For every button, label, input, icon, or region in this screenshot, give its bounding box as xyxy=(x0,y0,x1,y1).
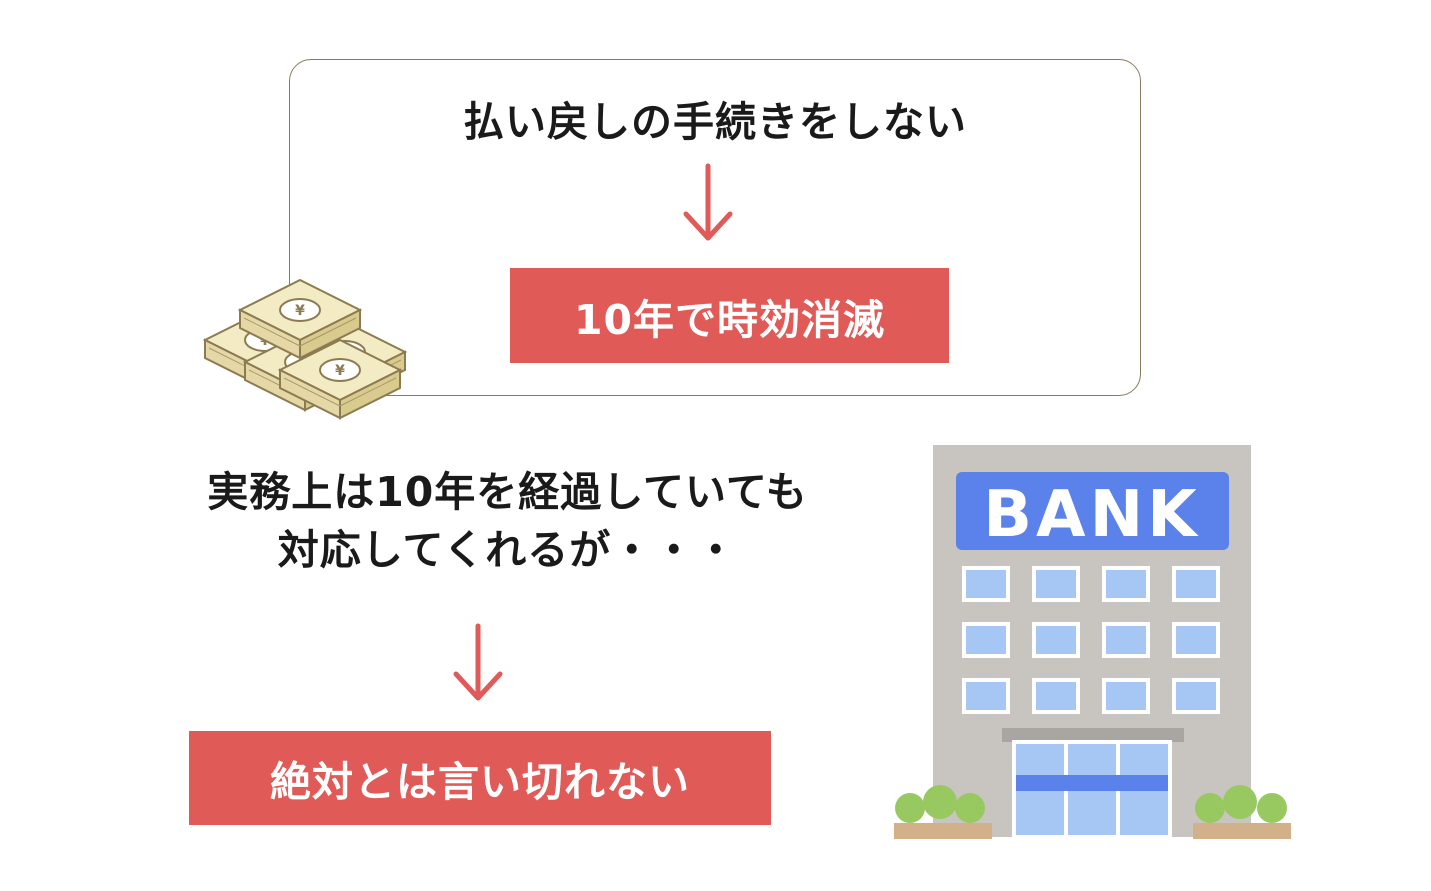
practice-note-line1: 実務上は10年を経過していても xyxy=(207,468,808,516)
practice-note-line2: 対応してくれるが・・・ xyxy=(277,526,738,574)
bank-sign-text: BANK xyxy=(983,478,1200,552)
prescription-result-box: 10年で時効消滅 xyxy=(510,268,949,363)
down-arrow-icon xyxy=(683,163,733,241)
down-arrow-icon xyxy=(453,623,503,701)
practice-note-text: 実務上は10年を経過していても 対応してくれるが・・・ xyxy=(130,463,885,579)
money-stack-icon: ¥ xyxy=(204,279,406,419)
no-refund-procedure-text: 払い戻しの手続きをしない xyxy=(463,98,967,146)
cannot-guarantee-box: 絶対とは言い切れない xyxy=(189,731,771,825)
bank-building-icon: BANK xyxy=(894,445,1291,839)
bush-right xyxy=(1193,785,1291,839)
bush-left xyxy=(894,785,992,839)
